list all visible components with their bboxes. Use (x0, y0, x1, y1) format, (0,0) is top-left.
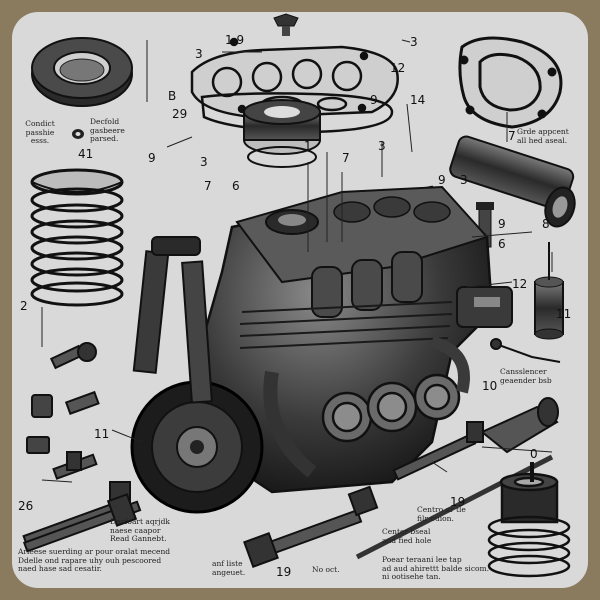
callout-11-right: 11 (556, 307, 572, 321)
caption-center-hole: Center bseal and fied hole (382, 527, 432, 545)
wing-nut-part (273, 13, 299, 36)
callout-7-right: 7 (508, 129, 516, 143)
callout-19-top: 1 9 (225, 33, 245, 47)
callout-3-center: 3 (378, 139, 386, 153)
engine-block (200, 185, 513, 494)
exploded-engine-diagram (22, 13, 576, 578)
caption-rod: Grde appcent all hed aseal. (517, 127, 569, 145)
seal-ring-part (31, 37, 133, 107)
callout-3-center-right: 3 (460, 173, 468, 187)
caption-bottom-left: Decfoart aqrjdk naese caapor Read Ganneb… (110, 517, 170, 544)
callout-9-right: 9 (498, 217, 506, 231)
callout-leader-lines (41, 39, 553, 483)
callout-8-right: 8 (542, 217, 550, 231)
right-mid-bolt-part (392, 421, 484, 481)
caption-no-oct: No oct. (312, 565, 340, 574)
callout-26: 26 (18, 499, 34, 513)
front-fork (132, 236, 213, 404)
callout-9-center: 9 (438, 173, 446, 187)
coil-spring-part (30, 168, 124, 307)
callout-14: 14 (410, 93, 426, 107)
right-cylinder-part (534, 242, 564, 340)
callout-19-bottom: 19 (450, 495, 466, 509)
callout-10-right: 10 (482, 379, 498, 393)
callout-12-right: 12 (512, 277, 528, 291)
callout-6-mid: 6 (232, 179, 240, 193)
callout-0-right: 0 (530, 447, 538, 461)
caption-seal: Condict passhie esss. (25, 119, 55, 146)
callout-6-right: 6 (498, 237, 506, 251)
callout-3-mid: 3 (200, 155, 208, 169)
hose-connector-part (490, 338, 561, 363)
callout-b: B (168, 89, 177, 103)
caption-cylinder: Cansslencer geaender bsb (500, 367, 552, 385)
callout-19-bottom-mid: 19 (276, 565, 292, 579)
callout-7-center: 7 (342, 151, 350, 165)
caption-bottom-mid: anf liste angeuet. (212, 559, 246, 577)
callout-3-top-left: 3 (195, 47, 203, 61)
callout-29: 29 (172, 107, 188, 121)
caption-bottom-right: Poear teraani lee tap ad aud ahirettt ba… (382, 555, 490, 582)
callout-41: 41 (78, 147, 94, 161)
callout-12-top: 12 (390, 61, 406, 75)
caption-bottom-left-long: Arleese suerding ar pour oralat mecend D… (18, 547, 171, 574)
caption-gasket: Decfold gasbeere parsed. (90, 117, 125, 144)
valve-seal-cylinder-part (243, 99, 321, 168)
cover-gasket-part (458, 36, 563, 129)
callout-11-left: 11 (94, 427, 110, 441)
diagram-panel: 1 9 3 3 12 B 29 9 14 7 9 41 3 7 6 7 1 3 … (12, 12, 588, 588)
callout-3-top-right: 3 (410, 35, 418, 49)
push-rod-tube-part (449, 135, 576, 228)
callout-9-gasket: 9 (370, 93, 378, 107)
callout-7-mid: 7 (204, 179, 212, 193)
callout-1-center: 1 (304, 139, 312, 153)
small-washer-part (72, 129, 84, 139)
callout-2-left: 2 (20, 299, 28, 313)
bottom-bolt-part (243, 485, 379, 568)
front-wheel (130, 380, 264, 514)
long-bolt-part (22, 493, 142, 553)
bottom-right-cup-part (487, 462, 571, 578)
callout-9-left: 9 (148, 151, 156, 165)
caption-centro: Centro ar tle filr ouion. (417, 505, 466, 523)
